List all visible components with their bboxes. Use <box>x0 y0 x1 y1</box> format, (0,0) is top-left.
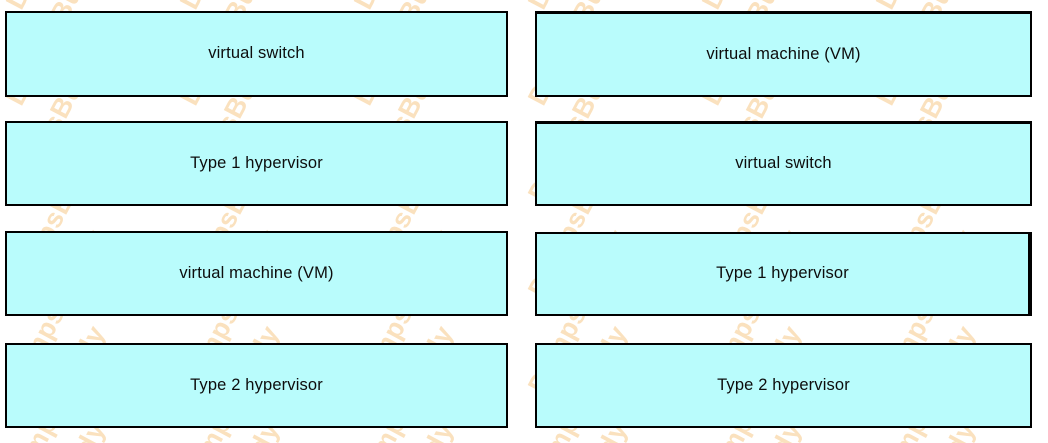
watermark-text: DumpsBuddy <box>1044 32 1048 207</box>
term-box[interactable]: virtual switch <box>5 11 508 97</box>
term-label: virtual switch <box>208 44 305 63</box>
term-label: Type 1 hypervisor <box>190 153 323 172</box>
term-label: virtual switch <box>735 154 832 173</box>
term-box[interactable]: Type 1 hypervisor <box>535 232 1032 316</box>
term-box[interactable]: Type 2 hypervisor <box>535 343 1032 428</box>
watermark-text: DumpsBuddy <box>1044 224 1048 399</box>
term-box[interactable]: virtual switch <box>535 121 1032 206</box>
term-box[interactable]: virtual machine (VM) <box>535 11 1032 97</box>
term-label: Type 2 hypervisor <box>717 375 850 394</box>
term-label: Type 1 hypervisor <box>716 264 849 283</box>
term-label: Type 2 hypervisor <box>190 375 323 394</box>
watermark-text: DumpsBuddy <box>1044 0 1048 111</box>
term-box[interactable]: Type 1 hypervisor <box>5 121 508 206</box>
watermark-text: DumpsBuddy <box>1044 320 1048 443</box>
watermark-text: DumpsBuddy <box>1044 0 1048 15</box>
term-box[interactable]: virtual machine (VM) <box>5 231 508 316</box>
watermark-text: DumpsBuddy <box>1044 128 1048 303</box>
term-label: virtual machine (VM) <box>179 263 334 282</box>
term-box[interactable]: Type 2 hypervisor <box>5 343 508 428</box>
term-label: virtual machine (VM) <box>706 44 861 63</box>
watermark-text: DumpsBuddy <box>1044 417 1048 443</box>
